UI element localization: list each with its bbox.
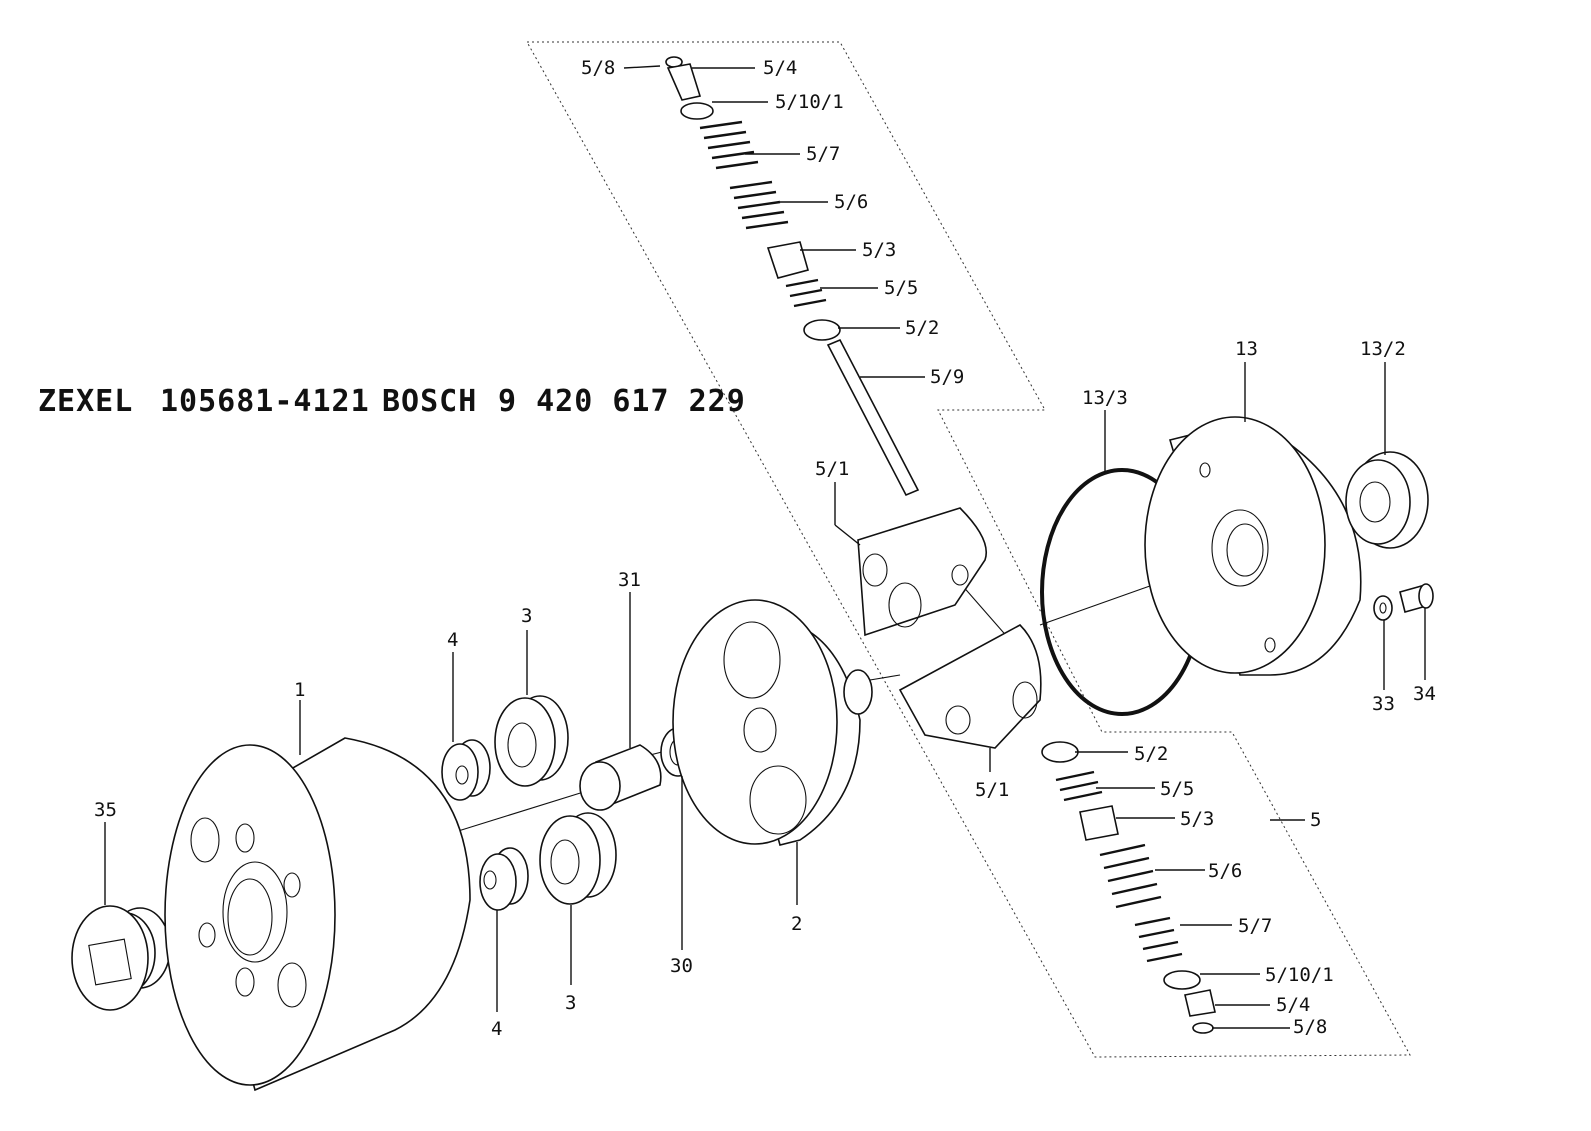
label-5-4-bottom: 5/4 (1276, 994, 1310, 1016)
label-4-bottom: 4 (491, 1018, 502, 1040)
label-4-top: 4 (447, 629, 458, 651)
label-5-1-top: 5/1 (815, 458, 849, 480)
label-5-6-top: 5/6 (834, 191, 868, 213)
part-13-cover (1144, 416, 1362, 676)
assembly-5-boundary (526, 41, 1411, 1058)
label-5-3-top: 5/3 (862, 239, 896, 261)
part-2-disc (672, 599, 873, 846)
label-5-7-bottom: 5/7 (1238, 915, 1272, 937)
part-3-upper-bush (494, 695, 569, 787)
label-34: 34 (1413, 683, 1436, 705)
part-35-plug (71, 905, 171, 1011)
part-34-screw (1399, 583, 1434, 613)
label-33: 33 (1372, 693, 1395, 715)
label-1: 1 (294, 679, 305, 701)
part-4-upper-plunger (441, 739, 491, 801)
label-5-9: 5/9 (930, 366, 964, 388)
part-13-2-bearing (1345, 451, 1429, 549)
label-5-5-top: 5/5 (884, 277, 918, 299)
label-5-10-1-bottom: 5/10/1 (1265, 964, 1334, 986)
label-35: 35 (94, 799, 117, 821)
label-5-8-top: 5/8 (581, 57, 615, 79)
label-5-1-bottom: 5/1 (975, 779, 1009, 801)
label-5-10-1-top: 5/10/1 (775, 91, 844, 113)
bosch-part-number: 9 420 617 229 (498, 384, 746, 419)
label-31: 31 (618, 569, 641, 591)
zexel-part-number: 105681-4121 (160, 384, 370, 419)
label-30: 30 (670, 955, 693, 977)
part-4-lower-plunger (479, 847, 529, 911)
leader-lines (104, 65, 1426, 1029)
label-5-7-top: 5/7 (806, 143, 840, 165)
label-13-2: 13/2 (1360, 338, 1406, 360)
part-1-housing (164, 737, 471, 1092)
part-33-washer (1373, 595, 1393, 621)
part-3-lower-bush (539, 812, 617, 905)
part-5-1-lower-yoke (898, 624, 1042, 749)
label-5-4-top: 5/4 (763, 57, 797, 79)
label-5-6-bottom: 5/6 (1208, 860, 1242, 882)
maker-zexel: ZEXEL (38, 384, 133, 419)
upper-valve-stack (665, 56, 920, 497)
label-5-8-bottom: 5/8 (1293, 1016, 1327, 1038)
label-3-bottom: 3 (565, 992, 576, 1014)
part-labels: 5/8 5/4 5/10/1 5/7 5/6 5/3 5/5 5/2 5/9 5… (94, 57, 1436, 1040)
label-13-3: 13/3 (1082, 387, 1128, 409)
label-5-3-bottom: 5/3 (1180, 808, 1214, 830)
label-2: 2 (791, 913, 802, 935)
label-5: 5 (1310, 809, 1321, 831)
part-number-header: ZEXEL 105681-4121 BOSCH 9 420 617 229 (38, 384, 746, 419)
label-3-top: 3 (521, 605, 532, 627)
maker-bosch: BOSCH (382, 384, 477, 419)
part-5-1-upper-yoke (857, 507, 987, 637)
label-5-2-bottom: 5/2 (1134, 743, 1168, 765)
lower-valve-stack (1041, 741, 1216, 1034)
label-13: 13 (1235, 338, 1258, 360)
label-5-5-bottom: 5/5 (1160, 778, 1194, 800)
label-5-2-top: 5/2 (905, 317, 939, 339)
part-31-sleeve (579, 744, 662, 811)
